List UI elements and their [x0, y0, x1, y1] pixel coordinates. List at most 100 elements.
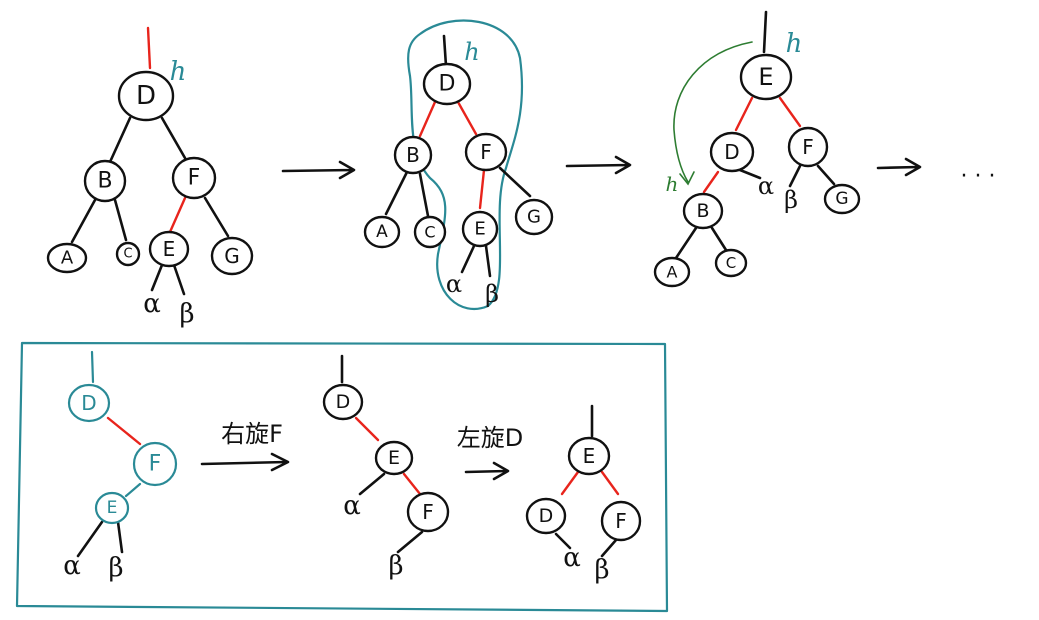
detail-stage2-edge-e-f — [402, 472, 422, 496]
detail-stage1-alpha: α — [63, 551, 81, 581]
step3-edge-e-d — [734, 96, 754, 132]
step3-node-d — [709, 131, 755, 173]
step3-moved-arrow — [673, 41, 753, 183]
step1-alpha: α — [143, 289, 161, 319]
detail-stage1-node-f — [132, 441, 178, 487]
step2-edge-f-e — [478, 168, 486, 210]
step3-label-f: F — [802, 135, 814, 159]
detail-stage1-edge-d-f — [106, 416, 142, 446]
step2-label-c: C — [424, 223, 435, 242]
step3-label-g: G — [835, 189, 848, 209]
step2-edge-e-alpha — [460, 244, 476, 274]
step1-node-d — [117, 70, 175, 122]
step1-edge-f-g — [203, 196, 230, 238]
step1-label-e: E — [163, 237, 176, 261]
step2-node-f — [464, 132, 508, 172]
step2-label-f: F — [480, 140, 492, 164]
step3-edge-b-c — [710, 226, 728, 252]
detail-stage3-node-d — [525, 497, 567, 535]
step3-node-f — [787, 126, 829, 168]
detail-stage3-beta: β — [594, 555, 609, 585]
step2-edge-b-c — [418, 172, 430, 218]
step1-node-a — [46, 242, 88, 274]
detail-stage1-node-d — [67, 383, 111, 423]
step3-tree: h h E D F B G A C α β — [653, 10, 861, 288]
detail-stage1-edge-f-e — [124, 482, 142, 498]
step1-node-b — [83, 159, 127, 203]
detail-stage2-label-f: F — [422, 500, 434, 524]
step1-node-f — [171, 156, 217, 200]
step2-edge-f-g — [498, 166, 532, 198]
detail-box: D F E α β 右旋F D E F α β 左旋D — [15, 341, 669, 613]
step2-node-d — [422, 62, 472, 106]
step2-beta: β — [485, 280, 499, 308]
step3-edge-b-a — [674, 226, 698, 260]
arrow-step3-to-next — [876, 157, 922, 177]
detail-stage1-label-d: D — [81, 391, 96, 415]
step3-edge-d-alpha — [738, 168, 762, 180]
detail-stage3-label-d: D — [539, 505, 554, 527]
step1-edge-e-alpha — [150, 263, 164, 292]
step2-edge-d-f — [456, 100, 478, 136]
detail-stage2-label-e: E — [388, 447, 400, 469]
detail-stage3-label-f: F — [615, 509, 627, 533]
step2-node-a — [363, 215, 401, 249]
arrow-rotate-right — [200, 452, 290, 472]
step3-edge-d-b — [702, 170, 720, 194]
detail-stage3-edge-f-beta — [600, 538, 618, 558]
step3-node-g — [823, 183, 861, 215]
detail-stage1-edge-e-alpha — [76, 520, 104, 558]
step3-edge-f-g — [816, 164, 836, 186]
step3-label-a: A — [667, 263, 678, 282]
step2-alpha: α — [446, 270, 462, 298]
detail-stage2-alpha: α — [343, 491, 361, 521]
step2-root-link — [442, 34, 448, 68]
detail-stage2-beta: β — [388, 551, 403, 581]
detail-stage2-node-f — [406, 491, 450, 533]
detail-stage3-node-e — [567, 436, 611, 476]
arrow-step2-to-step3 — [565, 155, 632, 175]
step3-height-mark-top: h — [786, 29, 803, 59]
detail-box-frame — [15, 341, 669, 613]
detail-stage2-edge-f-beta — [396, 530, 424, 554]
step3-label-d: D — [724, 140, 739, 164]
detail-stage1-node-e — [94, 491, 130, 525]
step2-node-b — [393, 135, 433, 175]
step2-label-e: E — [474, 219, 485, 240]
step3-root-link — [762, 10, 768, 54]
detail-stage3-label-e: E — [583, 444, 596, 468]
step1-edge-d-f — [160, 116, 187, 160]
step2-tree: h D B F A C E G α β — [363, 19, 554, 311]
detail-stage3: E D F α β — [525, 404, 642, 585]
step3-beta: β — [784, 186, 798, 214]
rotate-right-f-label: 右旋F — [221, 420, 283, 448]
detail-stage1-label-f: F — [149, 452, 162, 477]
detail-stage3-edge-e-d — [560, 470, 580, 496]
arrow-step1-to-step2 — [281, 160, 356, 180]
step1-edge-e-beta — [172, 263, 186, 296]
step3-node-c — [714, 248, 748, 278]
step1-tree: h D B F A C E G α β — [46, 26, 254, 329]
detail-stage1-beta: β — [108, 553, 123, 583]
step3-moved-arrowhead — [679, 171, 695, 186]
step2-node-g — [514, 198, 554, 236]
step2-edge-d-b — [418, 100, 437, 138]
step1-edge-b-c — [113, 198, 128, 242]
step3-node-b — [682, 192, 724, 230]
step1-label-c: C — [123, 247, 132, 262]
step2-edge-b-a — [384, 170, 409, 216]
step3-label-e: E — [758, 63, 773, 91]
detail-stage2-edge-d-e — [354, 416, 380, 442]
detail-stage1-label-e: E — [107, 498, 118, 518]
step1-node-e — [148, 230, 190, 268]
step2-node-c — [413, 215, 447, 249]
step1-label-f: F — [188, 166, 201, 191]
step1-label-a: A — [61, 248, 74, 269]
step3-node-a — [653, 256, 691, 288]
detail-stage3-edge-d-alpha — [554, 532, 572, 550]
step2-label-d: D — [439, 72, 456, 97]
rotate-left-d-label: 左旋D — [457, 424, 523, 452]
detail-stage1: D F E α β — [63, 350, 178, 583]
step3-height-mark-moved: h — [666, 172, 679, 196]
step2-label-b: B — [406, 143, 420, 167]
